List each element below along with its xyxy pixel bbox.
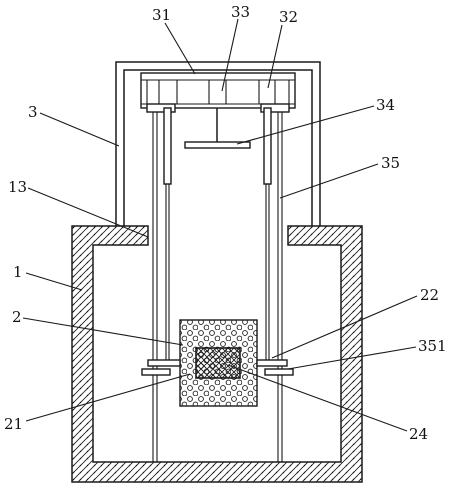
leader-31 (164, 22, 196, 75)
left-motor-block (146, 103, 176, 113)
container-wall (71, 225, 363, 483)
label-351: 351 (418, 337, 447, 355)
frame-inner (123, 69, 313, 226)
left-clamp-upper (147, 359, 181, 367)
label-2: 2 (12, 308, 22, 326)
label-3: 3 (28, 103, 38, 121)
label-32: 32 (279, 8, 298, 26)
label-31: 31 (152, 6, 171, 24)
frame-outer (115, 61, 321, 226)
leader-32 (267, 24, 283, 89)
right-motor-block (260, 103, 290, 113)
leader-21 (25, 373, 191, 422)
label-22: 22 (420, 286, 439, 304)
leader-22 (271, 295, 418, 359)
left-cylinder (163, 107, 172, 185)
label-35: 35 (381, 154, 400, 172)
leader-1 (25, 272, 83, 291)
label-1: 1 (13, 263, 23, 281)
leader-351 (287, 346, 417, 370)
label-13: 13 (8, 178, 27, 196)
leader-34 (236, 105, 375, 145)
leader-2 (22, 317, 184, 346)
label-34: 34 (376, 96, 395, 114)
label-24: 24 (409, 425, 428, 443)
right-clamp-lower (264, 368, 294, 376)
leader-3 (39, 112, 120, 147)
leader-33 (221, 18, 239, 92)
label-21: 21 (4, 415, 23, 433)
leader-13 (27, 187, 149, 238)
leader-24 (227, 364, 408, 432)
right-cylinder (263, 107, 272, 185)
top-housing (140, 72, 296, 109)
leader-35 (279, 163, 379, 199)
left-clamp-lower (141, 368, 171, 376)
right-clamp-upper (256, 359, 288, 367)
label-33: 33 (231, 3, 250, 21)
center-plate (184, 141, 251, 149)
sample-core (195, 347, 241, 379)
